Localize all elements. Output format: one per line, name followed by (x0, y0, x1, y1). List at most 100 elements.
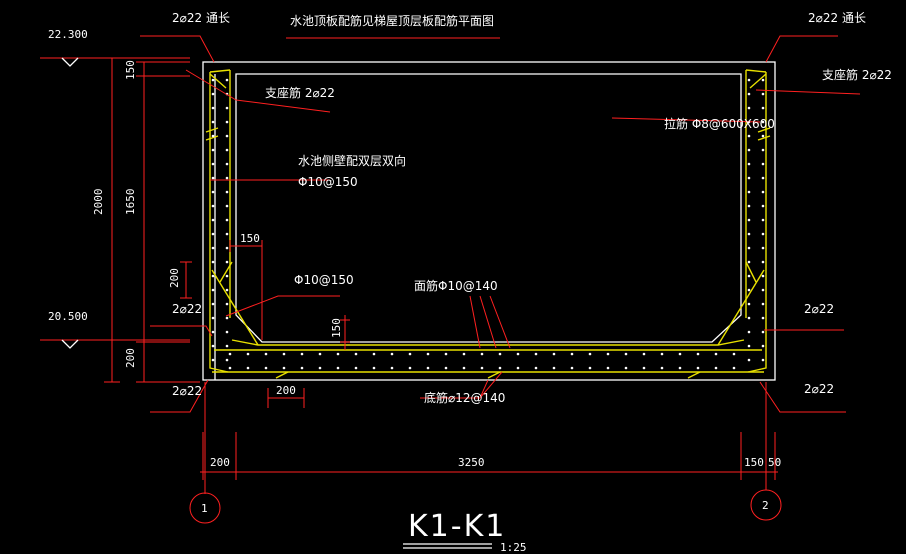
rebar-dot (747, 204, 751, 208)
rebar-dot (732, 366, 736, 370)
rebar-dot (761, 78, 765, 82)
rebar-dot (211, 106, 215, 110)
rebar-dot (211, 302, 215, 306)
axis-2-label: 2 (762, 499, 769, 512)
rebar-dot (570, 366, 574, 370)
rebar-dot (225, 288, 229, 292)
rebar-dot (714, 366, 718, 370)
rebar-dot (211, 344, 215, 348)
rebar-dot (426, 352, 430, 356)
rebar-dot (225, 134, 229, 138)
rebar-dot (761, 316, 765, 320)
rebar-dot (747, 92, 751, 96)
rebar-dot (225, 302, 229, 306)
tie-bar-label: 拉筋 Φ8@600X600 (664, 116, 775, 131)
rebar-dot (747, 316, 751, 320)
section-title: K1-K1 (408, 509, 506, 544)
rebar-dot (225, 148, 229, 152)
rebar-dot (225, 232, 229, 236)
rebar-dot (426, 366, 430, 370)
rebar-dot (225, 260, 229, 264)
rebar-dot (264, 352, 268, 356)
rebar-dot (225, 204, 229, 208)
rebar-dot (624, 352, 628, 356)
rebar-dot (552, 366, 556, 370)
rebar-dots (211, 78, 765, 370)
dimension-lines (40, 35, 861, 524)
rebar-dot (211, 330, 215, 334)
rebar-dot (211, 260, 215, 264)
rebar-dot (225, 358, 229, 362)
rebar-dot (211, 288, 215, 292)
rebar-dot (211, 120, 215, 124)
dim-v-top: 150 (124, 60, 137, 80)
rebar-dot (211, 162, 215, 166)
rebar-dot (444, 366, 448, 370)
support-bar-right: 支座筋 2⌀22 (822, 67, 892, 82)
rebar-dot (225, 316, 229, 320)
dim-h-right-2: 50 (768, 456, 781, 469)
rebar-dot (761, 302, 765, 306)
rebar-dot (642, 366, 646, 370)
rebar-dot (747, 190, 751, 194)
level-top: 22.300 (48, 28, 88, 41)
rebar-dot (747, 260, 751, 264)
dim-h-span: 3250 (458, 456, 485, 469)
rebar-dot (747, 134, 751, 138)
rebar-dot (761, 260, 765, 264)
rebar-dot (211, 204, 215, 208)
support-bar-left: 支座筋 2⌀22 (265, 85, 335, 100)
rebar-dot (462, 366, 466, 370)
rebar-dot (761, 148, 765, 152)
rebar-dot (390, 352, 394, 356)
rebar-dot (225, 120, 229, 124)
dim-haunch-w: 150 (240, 232, 260, 245)
rebar-mid-right: 2⌀22 (804, 302, 834, 316)
rebar-dot (747, 344, 751, 348)
face-bar-label: 面筋Φ10@140 (414, 278, 498, 293)
rebar-dot (246, 352, 250, 356)
rebar-dot (552, 352, 556, 356)
rebar-dot (444, 352, 448, 356)
concrete-outline (202, 61, 776, 381)
rebar-dot (747, 358, 751, 362)
rebar-top-left: 2⌀22 通长 (172, 11, 230, 25)
rebar-dot (761, 344, 765, 348)
rebar-dot (282, 352, 286, 356)
rebar-dot (318, 352, 322, 356)
rebar-dot (354, 352, 358, 356)
rebar-dot (747, 148, 751, 152)
rebar-dot (696, 352, 700, 356)
dim-h-left: 200 (210, 456, 230, 469)
rebar-dot (761, 120, 765, 124)
rebar-dot (225, 344, 229, 348)
rebar-dot (761, 92, 765, 96)
annotations: 水池顶板配筋见梯屋顶层板配筋平面图 2⌀22 通长 2⌀22 通长 支座筋 2⌀… (48, 11, 892, 554)
rebar-dot (642, 352, 646, 356)
rebar-dot (300, 352, 304, 356)
rebar-dot (761, 106, 765, 110)
rebar-dot (225, 274, 229, 278)
rebar-dot (516, 352, 520, 356)
rebar-dot (211, 190, 215, 194)
rebar-dot (354, 366, 358, 370)
wall-note-2: Φ10@150 (298, 175, 358, 189)
rebar-dot (588, 366, 592, 370)
rebar-dot (318, 366, 322, 370)
rebar-dot (761, 246, 765, 250)
rebar-dot (761, 176, 765, 180)
rebar-dot (732, 352, 736, 356)
rebar-dot (761, 274, 765, 278)
rebar-dot (211, 218, 215, 222)
rebar-dot (390, 366, 394, 370)
rebar-dot (225, 190, 229, 194)
rebar-dot (747, 330, 751, 334)
rebar-dot (761, 288, 765, 292)
rebar-dot (408, 352, 412, 356)
rebar-dot (747, 106, 751, 110)
rebar-dot (747, 232, 751, 236)
rebar-dot (570, 352, 574, 356)
rebar-dot (372, 366, 376, 370)
level-bottom: 20.500 (48, 310, 88, 323)
rebar-dot (211, 316, 215, 320)
